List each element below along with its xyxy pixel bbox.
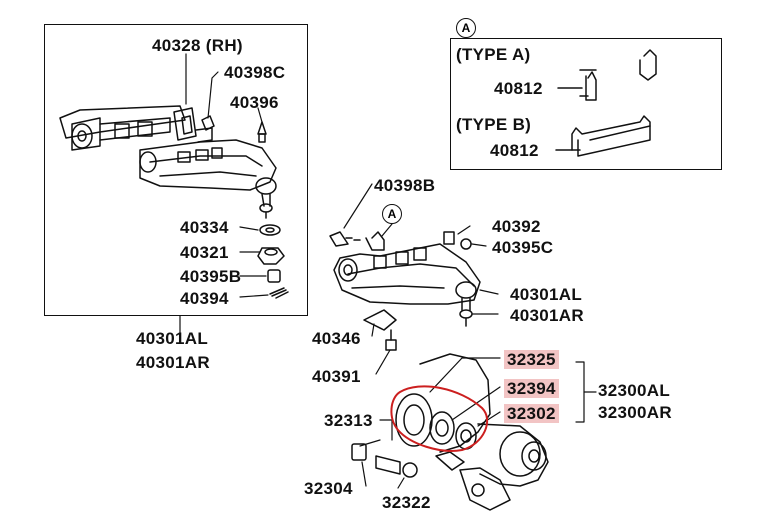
label-40395b: 40395B [180,267,242,286]
center-arm-drawing [329,231,481,351]
label-32394: 32394 [504,379,559,398]
type-a-label: (TYPE A) [456,45,531,64]
knuckle-drawing [351,353,549,511]
type-a-part: 40812 [494,79,543,98]
callout-a-center: A [382,204,402,224]
label-40334: 40334 [180,218,229,237]
knuckle-assembly-2: 32300AR [598,403,672,422]
label-40321: 40321 [180,243,229,262]
label-40392: 40392 [492,217,541,236]
label-32304: 32304 [304,479,353,498]
label-40391: 40391 [312,367,361,386]
label-40394: 40394 [180,289,229,308]
label-40328rh: 40328 (RH) [152,36,243,55]
label-40398b: 40398B [374,176,436,195]
left-small-parts [201,115,289,299]
highlight-outline [390,385,489,452]
label-32325: 32325 [504,350,559,369]
type-b-part: 40812 [490,141,539,160]
left-leaders [179,53,269,337]
callout-a-top: A [456,18,476,38]
type-clip-frame [450,38,722,170]
label-40395c: 40395C [492,238,554,257]
center-assembly-1: 40301AL [510,285,583,304]
clip-drawings [555,49,657,157]
center-leaders [343,183,499,375]
label-40346: 40346 [312,329,361,348]
left-assembly-1: 40301AL [136,329,209,348]
label-32302: 32302 [504,404,559,423]
label-32313: 32313 [324,411,373,430]
center-assembly-2: 40301AR [510,306,584,325]
label-40398c: 40398C [224,63,286,82]
label-40396: 40396 [230,93,279,112]
type-b-label: (TYPE B) [456,115,532,134]
knuckle-assembly-1: 32300AL [598,381,671,400]
label-32322: 32322 [382,493,431,512]
left-assembly-frame [44,24,308,316]
upper-arm-left-drawing [59,105,277,219]
left-assembly-2: 40301AR [136,353,210,372]
